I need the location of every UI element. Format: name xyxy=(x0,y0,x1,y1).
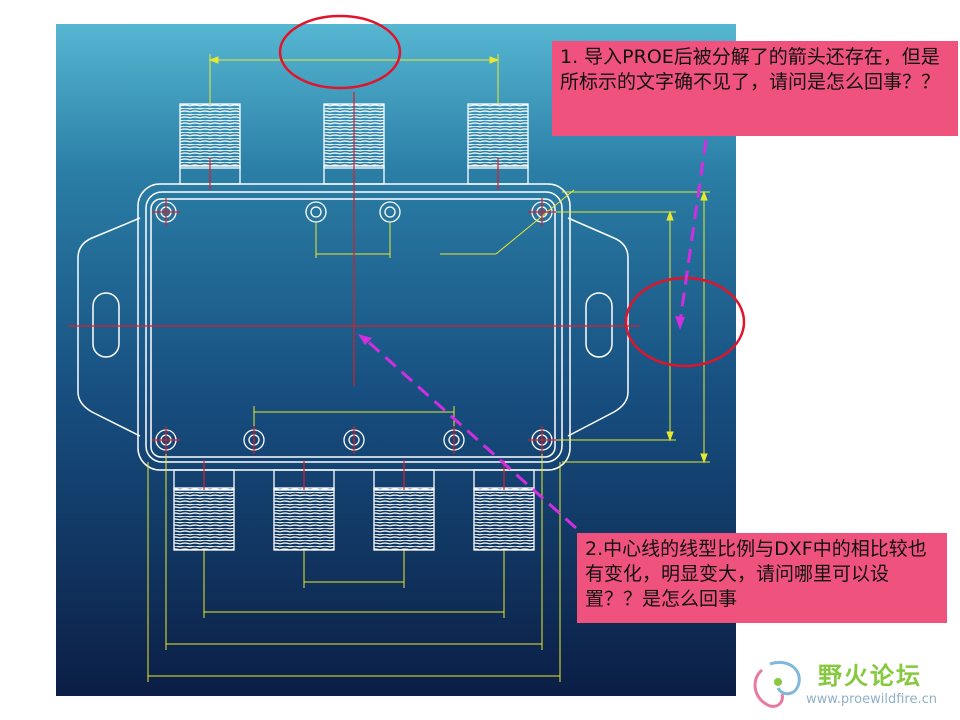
centerlines xyxy=(68,92,640,490)
dimension-lines xyxy=(147,54,710,682)
annotation-note-1: 1. 导入PROE后被分解了的箭头还存在，但是所标示的文字确不见了，请问是怎么回… xyxy=(552,41,958,136)
watermark-title: 野火论坛 xyxy=(818,662,922,690)
forum-watermark: 野火论坛 www.proewildfire.cn xyxy=(748,652,958,718)
highlight-circle-right xyxy=(624,276,746,368)
annotation-note-2: 2.中心线的线型比例与DXF中的相比较也有变化，明显变大，请问哪里可以设置？？是… xyxy=(577,533,947,623)
watermark-url: www.proewildfire.cn xyxy=(806,692,937,707)
bottom-connectors xyxy=(173,469,535,551)
highlight-circle-top xyxy=(278,14,402,90)
arrowheads xyxy=(358,316,685,345)
forum-logo-icon xyxy=(753,661,801,708)
housing-outline xyxy=(77,183,629,471)
leader-arrows xyxy=(362,139,708,530)
